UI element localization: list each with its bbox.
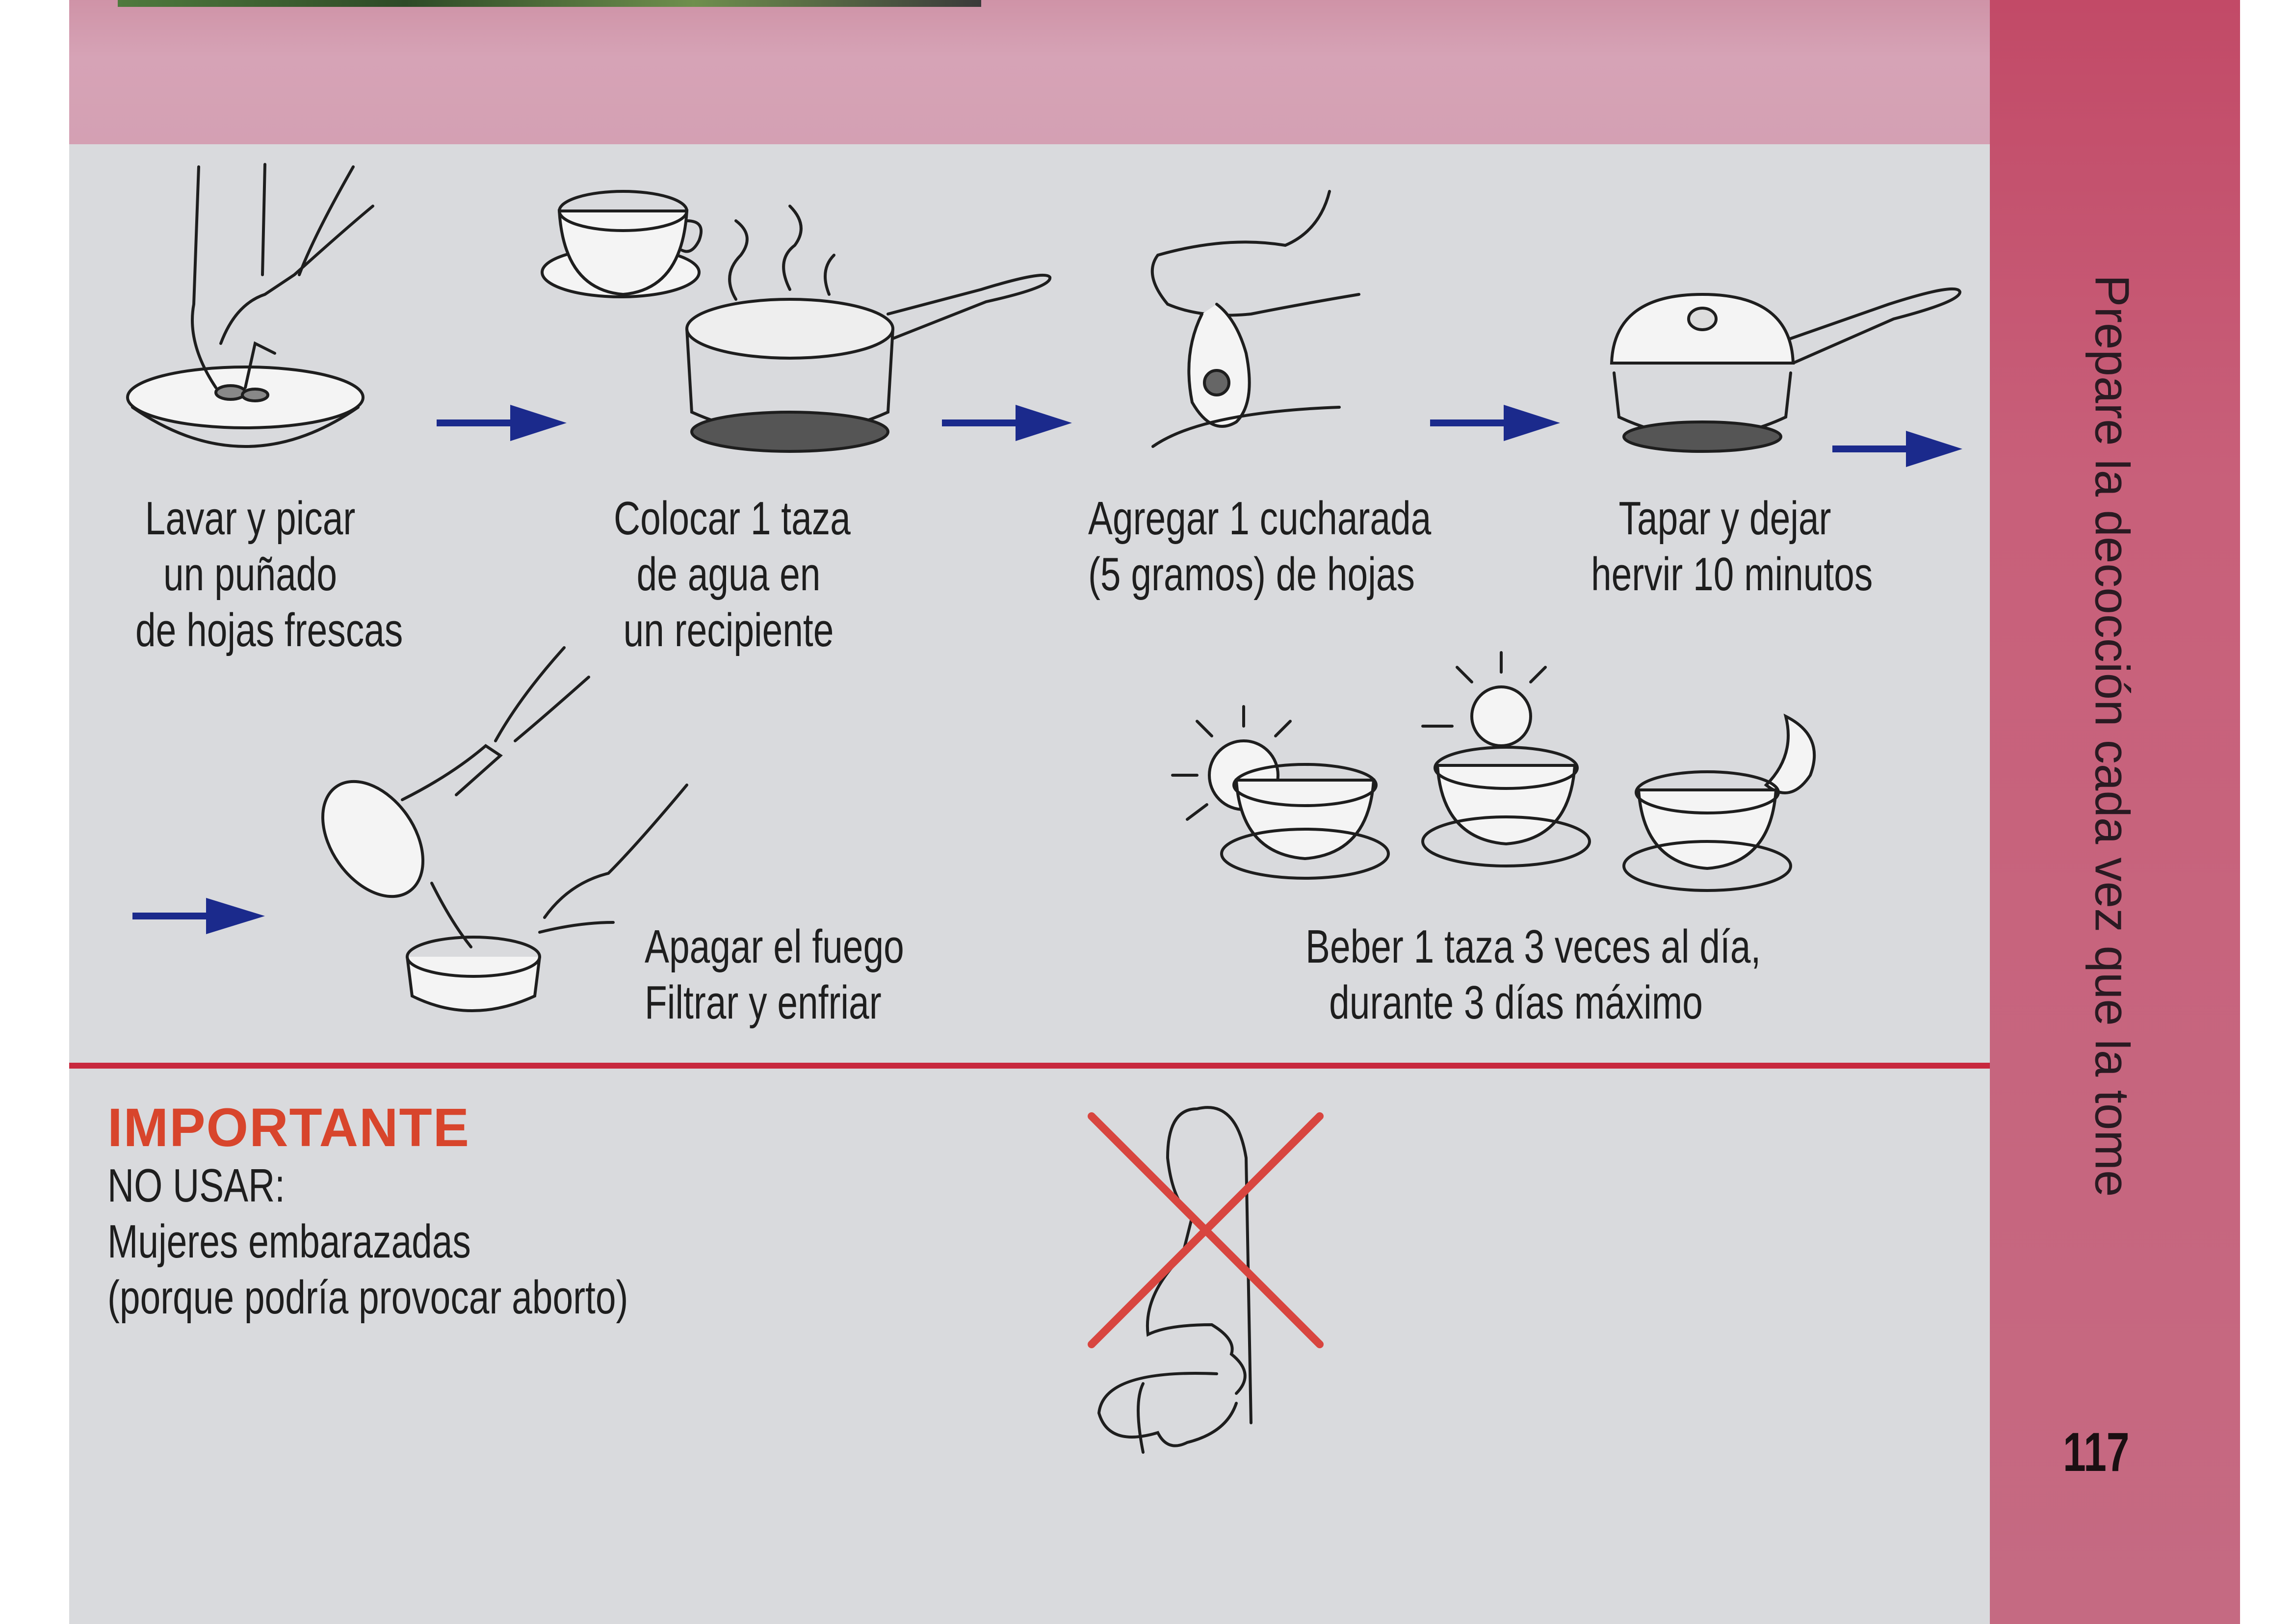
warning-text: NO USAR: Mujeres embarazadas (porque pod…	[107, 1158, 628, 1326]
caption-line: un recipiente	[623, 604, 834, 656]
caption-line: (5 gramos) de hojas	[1088, 548, 1415, 601]
caption-line: Agregar 1 cucharada	[1088, 492, 1432, 545]
caption-line: Colocar 1 taza	[614, 492, 851, 545]
section-divider	[69, 1063, 1990, 1069]
warning-title: IMPORTANTE	[107, 1098, 470, 1158]
step-1-caption: Lavar y picar un puñado de hojas frescas	[135, 491, 403, 658]
caption-line: Beber 1 taza 3 veces al día,	[1305, 920, 1761, 973]
sidebar-vertical-text: Prepare la decocción cada vez que la tom…	[2085, 275, 2139, 1197]
arrow-icon	[1430, 405, 1560, 441]
arrow-icon	[132, 898, 265, 934]
cup-and-boiling-pot-icon	[541, 190, 1052, 453]
pouring-through-strainer-icon	[321, 646, 688, 1012]
header-band	[69, 0, 1990, 144]
step-2-caption: Colocar 1 taza de agua en un recipiente	[614, 491, 851, 658]
red-cross-mark	[1088, 1112, 1324, 1348]
hand-with-spoon-icon	[1150, 190, 1360, 448]
step-6-caption: Beber 1 taza 3 veces al día, durante 3 d…	[1305, 919, 1761, 1031]
step-3-caption: Agregar 1 cucharada (5 gramos) de hojas	[1088, 491, 1432, 602]
page-number: 117	[2063, 1421, 2130, 1483]
header-photo-edge	[118, 0, 981, 7]
arrows	[132, 405, 1962, 934]
caption-line: de hojas frescas	[135, 604, 403, 656]
side-band	[1990, 0, 2240, 1624]
warning-line: Mujeres embarazadas	[107, 1215, 471, 1268]
arrow-icon	[437, 405, 567, 441]
caption-line: Tapar y dejar	[1618, 492, 1831, 545]
caption-line: durante 3 días máximo	[1329, 976, 1703, 1029]
three-cups-sun-moon-icon	[1171, 651, 1816, 892]
lidded-pot-icon	[1610, 287, 1962, 453]
hands-washing-leaves-in-bowl-icon	[126, 163, 374, 448]
crossed-out-pregnant-woman-icon	[1097, 1106, 1252, 1454]
caption-line: Apagar el fuego	[645, 920, 904, 973]
caption-line: Lavar y picar	[145, 492, 356, 545]
caption-line: Filtrar y enfriar	[645, 976, 882, 1029]
warning-line: NO USAR:	[107, 1159, 285, 1212]
caption-line: un puñado	[163, 548, 337, 601]
warning-line: (porque podría provocar aborto)	[107, 1271, 628, 1324]
caption-line: hervir 10 minutos	[1591, 548, 1873, 601]
step-4-caption: Tapar y dejar hervir 10 minutos	[1591, 491, 1873, 602]
step-5-caption: Apagar el fuego Filtrar y enfriar	[645, 919, 904, 1031]
arrow-icon	[942, 405, 1072, 441]
caption-line: de agua en	[636, 548, 821, 601]
arrow-icon	[1832, 431, 1962, 467]
